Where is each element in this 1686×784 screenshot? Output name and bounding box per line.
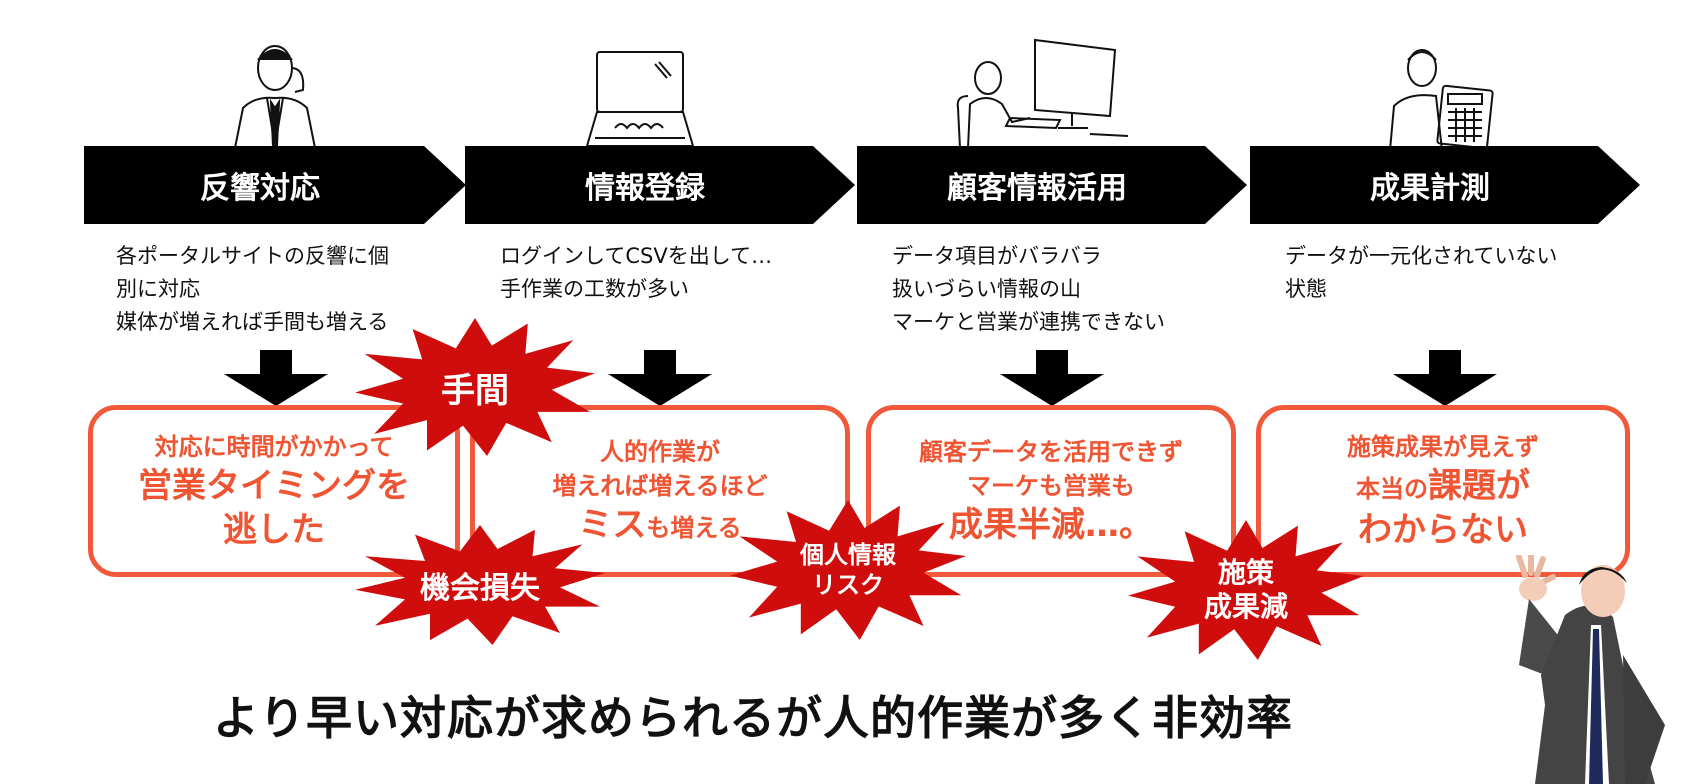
burst-label: 手間: [441, 370, 509, 411]
result-line: 対応に時間がかかって: [154, 433, 394, 461]
result-prefix: 本当の: [1356, 475, 1428, 503]
step-title: 顧客情報活用: [947, 171, 1127, 206]
desktop-worker-illustration: [956, 38, 1129, 148]
result-line: わからない: [1358, 510, 1528, 550]
description-line: データが一元化されていない: [1285, 244, 1558, 268]
step-banner-measurement: 成果計測: [1250, 146, 1640, 224]
result-line: 本当の課題が: [1261, 464, 1625, 508]
burst-label: 施策: [1217, 556, 1274, 589]
troubled-businessman-illustration: [1516, 555, 1665, 784]
description-line: 状態: [1285, 277, 1327, 301]
laptop-typing-illustration: [585, 51, 695, 147]
step-banner-utilization: 顧客情報活用: [857, 146, 1247, 224]
step-banner-response: 反響対応: [84, 146, 466, 224]
description-line: データ項目がバラバラ: [892, 244, 1102, 268]
result-box-utilization: 顧客データを活用できず マーケも営業も 成果半減…。: [866, 405, 1236, 577]
burst-label: 個人情報: [800, 541, 896, 569]
description-line: マーケと営業が連携できない: [892, 310, 1165, 334]
description-line: 別に対応: [116, 277, 200, 301]
result-line: ミスも増える: [475, 503, 845, 547]
down-arrow-icon: [608, 350, 712, 406]
result-suffix: も増える: [646, 514, 742, 542]
result-line: 顧客データを活用できず: [919, 438, 1183, 466]
description-line: 各ポータルサイトの反響に個: [116, 244, 389, 268]
result-box-measurement: 施策成果が見えず 本当の課題が わからない: [1256, 405, 1630, 577]
result-line: 人的作業が: [600, 438, 720, 466]
step-description-registration: ログインしてCSVを出して… 手作業の工数が多い: [500, 240, 772, 306]
down-arrow-icon: [224, 350, 328, 406]
step-title: 成果計測: [1370, 171, 1490, 206]
phone-businessman-illustration: [234, 45, 316, 148]
result-line: 営業タイミングを: [138, 466, 410, 506]
burst-label: 機会損失: [420, 571, 540, 606]
description-line: 扱いづらい情報の山: [892, 277, 1081, 301]
calculator-woman-illustration: [1389, 49, 1494, 150]
description-line: 手作業の工数が多い: [500, 277, 689, 301]
description-line: 媒体が増えれば手間も増える: [116, 310, 389, 334]
result-line: マーケも営業も: [967, 472, 1135, 500]
step-description-measurement: データが一元化されていない 状態: [1285, 240, 1557, 306]
result-emphasis: 課題が: [1428, 466, 1530, 506]
result-line: 施策成果が見えず: [1347, 433, 1539, 461]
result-box-response: 対応に時間がかかって 営業タイミングを 逃した: [88, 405, 460, 577]
result-line: 成果半減…。: [949, 505, 1153, 545]
result-emphasis: ミス: [578, 505, 647, 545]
result-line: 逃した: [223, 510, 325, 550]
down-arrow-icon: [1393, 350, 1497, 406]
step-title: 情報登録: [585, 171, 705, 206]
bottom-summary-title: より早い対応が求められるが人的作業が多く非効率: [212, 691, 1294, 745]
burst-label: リスク: [812, 571, 884, 599]
down-arrow-icon: [1000, 350, 1104, 406]
step-description-response: 各ポータルサイトの反響に個 別に対応 媒体が増えれば手間も増える: [116, 240, 389, 339]
result-line: 増えれば増えるほど: [552, 472, 768, 500]
burst-label: 成果減: [1203, 590, 1288, 623]
step-banner-registration: 情報登録: [465, 146, 855, 224]
step-title: 反響対応: [200, 171, 320, 206]
step-description-utilization: データ項目がバラバラ 扱いづらい情報の山 マーケと営業が連携できない: [892, 240, 1165, 339]
description-line: ログインしてCSVを出して…: [500, 244, 773, 268]
